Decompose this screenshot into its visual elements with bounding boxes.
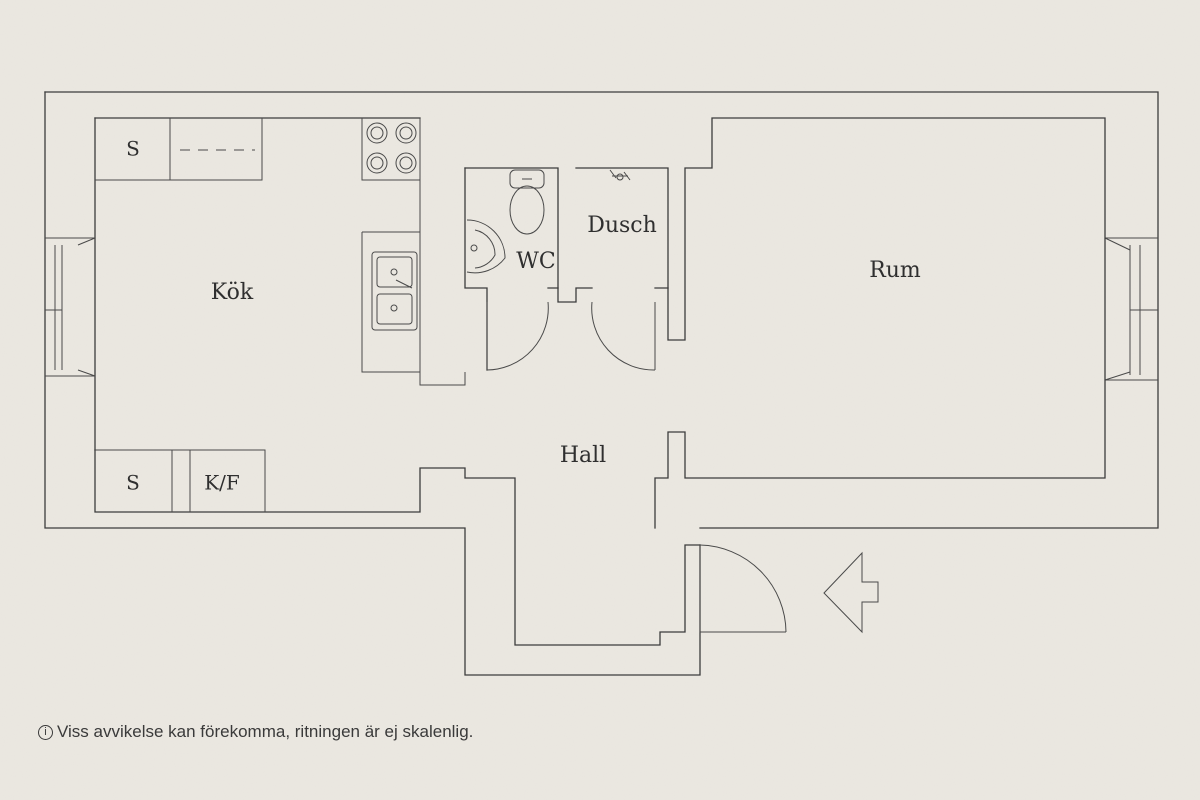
kitchen-sink: [361, 118, 466, 386]
stove: [361, 118, 420, 181]
disclaimer-text: Viss avvikelse kan förekomma, ritningen …: [57, 722, 474, 741]
kitchen-window: [45, 237, 96, 377]
room-label-living-room: Rum: [869, 258, 921, 283]
room-label-shower: Dusch: [587, 213, 657, 238]
disclaimer-note: i Viss avvikelse kan förekomma, ritninge…: [38, 722, 473, 742]
wc-door: [486, 301, 549, 371]
entrance-arrow-icon: [823, 551, 879, 634]
room-label-wc: WC: [516, 249, 555, 274]
kitchen-counter-bottom: [95, 449, 266, 512]
entrance-door: [699, 544, 787, 633]
fridge-freezer-label: K/F: [204, 471, 240, 495]
kitchen-counter-top: [95, 118, 263, 181]
washbasin-icon: [466, 219, 506, 274]
room-label-kitchen: Kök: [211, 280, 254, 305]
bathroom-walls: [464, 117, 1106, 529]
shower-door: [591, 301, 656, 371]
room-label-hall: Hall: [560, 443, 606, 468]
living-room-window: [1104, 237, 1158, 381]
storage-label-bottom: S: [126, 471, 140, 495]
outer-walls: Kök WC Dusch Rum Hall S S K/F: [44, 91, 1159, 676]
toilet-icon: [509, 169, 545, 235]
shower-icon: [609, 169, 631, 181]
storage-label-top: S: [126, 137, 140, 161]
info-icon: i: [38, 724, 53, 740]
